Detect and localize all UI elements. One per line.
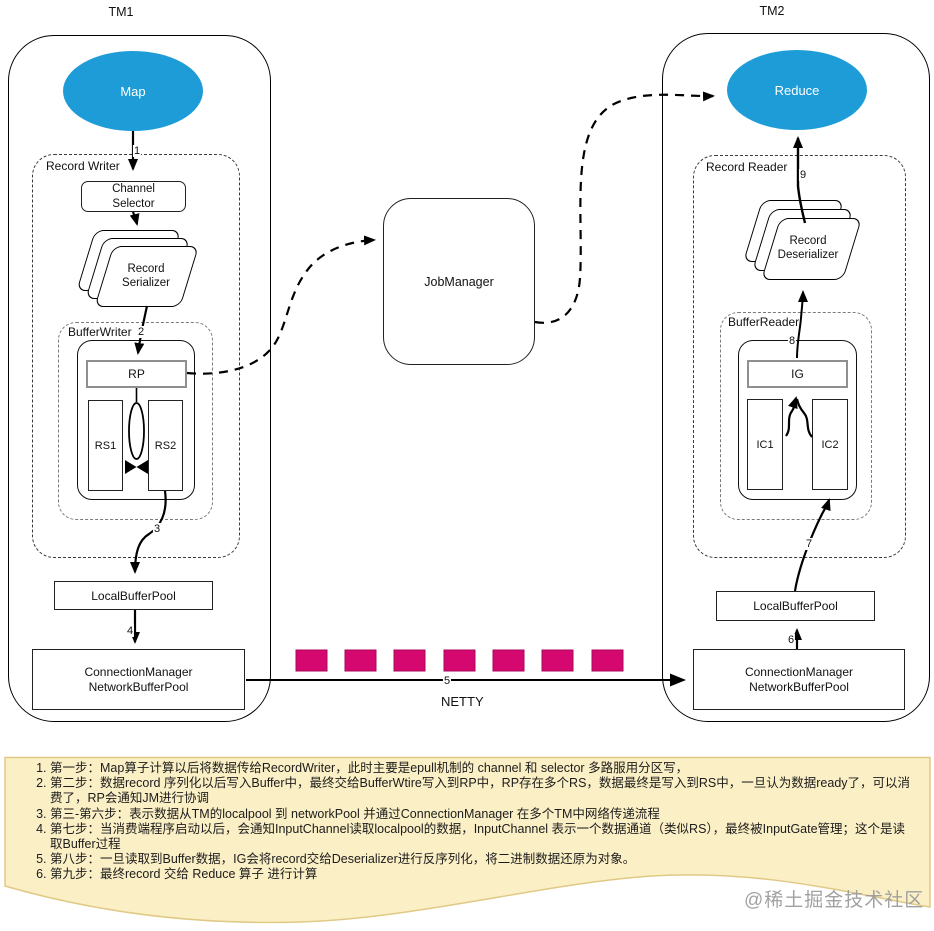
ic2-node: IC2	[812, 399, 848, 490]
watermark: @稀土掘金技术社区	[744, 890, 925, 911]
rs2-node: RS2	[148, 400, 183, 491]
note-item-1: 第一步：Map算子计算以后将数据传给RecordWriter，此时主要是epul…	[50, 761, 916, 776]
note-item-2: 第二步：数据record 序列化以后写入Buffer中，最终交给BufferWt…	[50, 776, 916, 806]
rs1-node: RS1	[88, 400, 123, 491]
channel-selector-label: Channel Selector	[112, 183, 155, 210]
rp-node: RP	[86, 360, 187, 388]
step-marker-1: 1	[132, 145, 142, 157]
record-deserializer-text-wrap: Record Deserializer	[758, 222, 858, 274]
record-serializer-text-wrap: Record Serializer	[96, 250, 196, 302]
record-deserializer-label: Record Deserializer	[777, 234, 839, 261]
tm1-local-buffer-pool: LocalBufferPool	[54, 581, 213, 610]
tm1-connection-manager: ConnectionManager NetworkBufferPool	[32, 649, 245, 710]
step-marker-6: 6	[786, 634, 796, 646]
step-marker-4: 4	[125, 625, 135, 637]
buffer-block	[344, 649, 377, 672]
buffer-block	[295, 649, 328, 672]
netty-buffer-blocks	[295, 649, 624, 672]
tm1-network-buffer-pool-label: NetworkBufferPool	[88, 679, 189, 694]
ic2-label: IC2	[821, 438, 839, 451]
tm1-connection-manager-label: ConnectionManager	[84, 664, 193, 679]
note-item-6: 第九步：最终record 交给 Reduce 算子 进行计算	[50, 867, 916, 882]
reduce-operator-label: Reduce	[774, 82, 820, 98]
tm2-network-buffer-pool-label: NetworkBufferPool	[749, 679, 849, 694]
map-operator-node: Map	[63, 51, 203, 131]
rp-label: RP	[128, 367, 145, 381]
tm1-title: TM1	[108, 5, 134, 19]
buffer-reader-label: BufferReader	[728, 315, 800, 329]
buffer-block	[541, 649, 574, 672]
tm1-local-buffer-pool-label: LocalBufferPool	[91, 588, 176, 603]
tm2-connection-manager: ConnectionManager NetworkBufferPool	[693, 649, 905, 710]
step-marker-9: 9	[798, 169, 808, 181]
step-marker-7: 7	[804, 538, 814, 550]
buffer-writer-label: BufferWriter	[68, 325, 132, 339]
note-item-3: 第三-第六步：表示数据从TM的localpool 到 networkPool 并…	[50, 807, 916, 822]
tm2-title: TM2	[759, 4, 785, 18]
note-item-4: 第七步：当消费端程序启动以后，会通知InputChannel读取localpoo…	[50, 822, 916, 852]
buffer-block	[492, 649, 525, 672]
step-marker-2: 2	[136, 326, 146, 338]
tm2-local-buffer-pool: LocalBufferPool	[716, 591, 875, 621]
job-manager-node: JobManager	[383, 198, 535, 365]
tm1-container	[8, 35, 271, 722]
tm2-connection-manager-label: ConnectionManager	[744, 664, 854, 679]
record-reader-label: Record Reader	[706, 160, 788, 174]
step-marker-5: 5	[442, 675, 452, 687]
netty-label: NETTY	[441, 694, 484, 709]
map-operator-label: Map	[120, 83, 146, 99]
buffer-block	[591, 649, 624, 672]
rs2-label: RS2	[154, 439, 177, 452]
step-marker-3: 3	[152, 523, 162, 535]
channel-selector-node: Channel Selector	[81, 181, 186, 212]
reduce-operator-node: Reduce	[727, 50, 867, 130]
job-manager-label: JobManager	[424, 274, 494, 289]
tm2-local-buffer-pool-label: LocalBufferPool	[753, 599, 838, 613]
buffer-block	[393, 649, 426, 672]
record-writer-label: Record Writer	[46, 159, 120, 173]
buffer-block	[443, 649, 476, 672]
tm2-container	[662, 33, 930, 722]
notes-panel: 第一步：Map算子计算以后将数据传给RecordWriter，此时主要是epul…	[8, 761, 924, 883]
step-marker-8: 8	[787, 335, 797, 347]
record-serializer-label: Record Serializer	[122, 262, 170, 289]
note-item-5: 第八步：一旦读取到Buffer数据，IG会将record交给Deserializ…	[50, 852, 916, 867]
ic1-node: IC1	[747, 399, 783, 490]
rs1-label: RS1	[94, 439, 117, 452]
notes-list: 第一步：Map算子计算以后将数据传给RecordWriter，此时主要是epul…	[8, 761, 924, 883]
ig-node: IG	[747, 360, 848, 388]
ic1-label: IC1	[756, 438, 774, 451]
ig-label: IG	[791, 367, 804, 381]
